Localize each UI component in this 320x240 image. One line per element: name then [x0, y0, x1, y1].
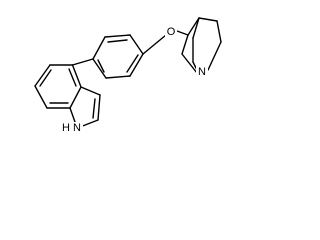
bond-c3-c2-inner [92, 98, 96, 119]
bond-ph6-ph1 [92, 58, 107, 79]
bond-phenyl-oxygen [142, 34, 167, 55]
bond-c3a-c4 [71, 64, 82, 88]
quinuclidine-nitrogen-label: N [198, 66, 206, 78]
indole-hydrogen-label: H [62, 122, 70, 134]
bond-ph5-ph6 [105, 75, 131, 79]
bond-q-c4-c7 [192, 17, 200, 39]
indole-benzene-ring [34, 64, 82, 109]
bond-c7a-c3a [69, 86, 82, 109]
bond-q-c3-c4 [187, 17, 200, 36]
indole-nitrogen-atom: H N [61, 122, 83, 134]
bond-q-c6-n [207, 41, 222, 71]
bond-c5-c6 [34, 64, 51, 87]
bond-q-c5-c6 [216, 20, 222, 43]
phenyl-ring [92, 34, 144, 79]
bond-indole-phenyl [71, 58, 94, 66]
bond-ph1-ph2 [92, 36, 106, 60]
oxygen-atom: O [165, 26, 177, 38]
oxygen-label: O [167, 26, 176, 38]
bond-c3a-c4-inner [68, 68, 77, 87]
chemical-structure-diagram: O N H N [34, 17, 222, 134]
bond-ph3-ph4 [129, 34, 144, 55]
bond-c6-c7 [34, 85, 48, 109]
bond-c5-c6-inner [39, 69, 52, 87]
quinuclidine-nitrogen-atom: N [196, 66, 208, 78]
bond-c3-c2 [97, 94, 101, 121]
bond-ph4-ph5-inner [126, 54, 139, 73]
bond-oxygen-quinuclidine [176, 30, 189, 36]
bond-n1-c7a [69, 107, 76, 123]
bond-q-c4-c5 [198, 17, 218, 22]
indole-nitrogen-label: N [73, 122, 81, 134]
bond-q-c2-n [181, 53, 198, 74]
bond-ph2-ph3 [104, 34, 131, 38]
quinuclidine-ring [181, 17, 222, 74]
bond-c3a-c3 [80, 86, 101, 96]
bond-ph6-ph1-inner [97, 59, 105, 73]
bond-ph4-ph5 [129, 53, 144, 77]
bond-ph2-ph3-inner [107, 39, 128, 43]
bond-q-c3-c2 [181, 34, 189, 55]
